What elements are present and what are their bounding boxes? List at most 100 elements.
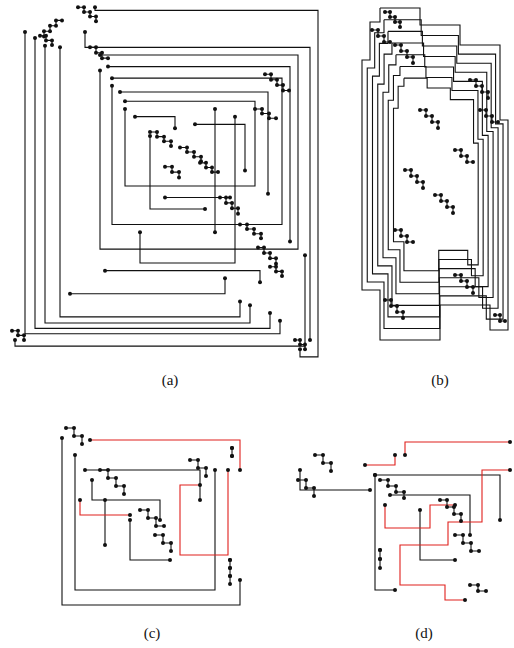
graph-vertex bbox=[170, 170, 174, 174]
graph-vertex bbox=[260, 107, 264, 111]
graph-vertex bbox=[16, 329, 20, 333]
graph-vertex bbox=[373, 473, 377, 477]
graph-vertex bbox=[90, 478, 94, 482]
graph-vertex bbox=[293, 338, 297, 342]
graph-vertex bbox=[230, 446, 234, 450]
drawing-d bbox=[296, 440, 512, 602]
graph-vertex bbox=[223, 276, 227, 280]
graph-edge bbox=[400, 470, 510, 600]
graph-vertex bbox=[238, 468, 242, 472]
graph-edge bbox=[480, 110, 498, 122]
graph-vertex bbox=[402, 496, 406, 500]
graph-vertex bbox=[106, 476, 110, 480]
graph-vertex bbox=[275, 83, 279, 87]
graph-vertex bbox=[424, 108, 428, 112]
graph-vertex bbox=[82, 5, 86, 9]
graph-vertex bbox=[204, 474, 208, 478]
graph-edge bbox=[150, 132, 171, 146]
graph-vertex bbox=[78, 498, 82, 502]
graph-edge bbox=[95, 7, 318, 357]
graph-edge bbox=[92, 480, 160, 520]
graph-vertex bbox=[169, 144, 173, 148]
graph-vertex bbox=[100, 51, 104, 55]
graph-vertex bbox=[122, 484, 126, 488]
graph-vertex bbox=[13, 338, 17, 342]
graph-vertex bbox=[192, 155, 196, 159]
graph-vertex bbox=[73, 453, 77, 457]
graph-vertex bbox=[22, 333, 26, 337]
graph-edge bbox=[388, 66, 483, 282]
graph-vertex bbox=[269, 72, 273, 76]
graph-vertex bbox=[245, 222, 249, 226]
graph-vertex bbox=[54, 18, 58, 22]
drawing-a bbox=[10, 5, 318, 357]
graph-vertex bbox=[44, 38, 48, 42]
graph-vertex bbox=[393, 20, 397, 24]
graph-vertex bbox=[138, 230, 142, 234]
graph-vertex bbox=[236, 212, 240, 216]
graph-vertex bbox=[459, 273, 463, 277]
graph-vertex bbox=[158, 518, 162, 522]
graph-vertex bbox=[476, 589, 480, 593]
graph-vertex bbox=[100, 56, 104, 60]
graph-edge bbox=[105, 271, 260, 283]
graph-vertex bbox=[233, 115, 237, 119]
graph-vertex bbox=[169, 549, 173, 553]
graph-vertex bbox=[168, 558, 172, 562]
graph-vertex bbox=[451, 211, 455, 215]
graph-vertex bbox=[256, 246, 260, 250]
graph-vertex bbox=[238, 299, 242, 303]
graph-edge bbox=[255, 109, 276, 118]
graph-vertex bbox=[389, 304, 393, 308]
graph-vertex bbox=[228, 196, 232, 200]
graph-vertex bbox=[452, 512, 456, 516]
graph-edge bbox=[66, 428, 82, 444]
graph-vertex bbox=[268, 311, 272, 315]
graph-vertex bbox=[401, 310, 405, 314]
graph-vertex bbox=[411, 240, 415, 244]
graph-vertex bbox=[268, 256, 272, 260]
graph-vertex bbox=[329, 469, 333, 473]
graph-vertex bbox=[123, 99, 127, 103]
graph-edge bbox=[383, 55, 488, 294]
graph-edge bbox=[135, 117, 175, 129]
graph-vertex bbox=[192, 150, 196, 154]
graph-vertex bbox=[303, 347, 307, 351]
graph-vertex bbox=[395, 310, 399, 314]
graph-edge bbox=[394, 78, 479, 271]
graph-vertex bbox=[453, 558, 457, 562]
graph-vertex bbox=[430, 120, 434, 124]
graph-vertex bbox=[496, 120, 500, 124]
graph-edge bbox=[395, 45, 413, 63]
graph-vertex bbox=[88, 15, 92, 19]
graph-vertex bbox=[308, 338, 312, 342]
graph-vertex bbox=[465, 279, 469, 283]
graph-vertex bbox=[245, 227, 249, 231]
graph-edge bbox=[420, 110, 438, 128]
graph-edge bbox=[25, 32, 280, 334]
graph-vertex bbox=[303, 343, 307, 347]
graph-vertex bbox=[382, 34, 386, 38]
graph-vertex bbox=[228, 574, 232, 578]
graph-edge bbox=[435, 195, 453, 213]
graph-vertex bbox=[204, 161, 208, 165]
graph-edge bbox=[220, 198, 238, 214]
graph-edge bbox=[455, 275, 473, 293]
graph-vertex bbox=[376, 28, 380, 32]
graph-vertex bbox=[60, 436, 64, 440]
graph-vertex bbox=[204, 466, 208, 470]
graph-vertex bbox=[468, 583, 472, 587]
graph-vertex bbox=[418, 108, 422, 112]
graph-vertex bbox=[169, 541, 173, 545]
graph-vertex bbox=[228, 558, 232, 562]
graph-edge bbox=[62, 438, 240, 605]
graph-vertex bbox=[393, 588, 397, 592]
graph-vertex bbox=[146, 508, 150, 512]
graph-vertex bbox=[490, 114, 494, 118]
graph-vertex bbox=[403, 453, 407, 457]
graph-vertex bbox=[312, 494, 316, 498]
graph-edge bbox=[35, 38, 270, 328]
graph-edge bbox=[190, 460, 206, 476]
graph-edge bbox=[367, 20, 503, 329]
graph-vertex bbox=[398, 20, 402, 24]
